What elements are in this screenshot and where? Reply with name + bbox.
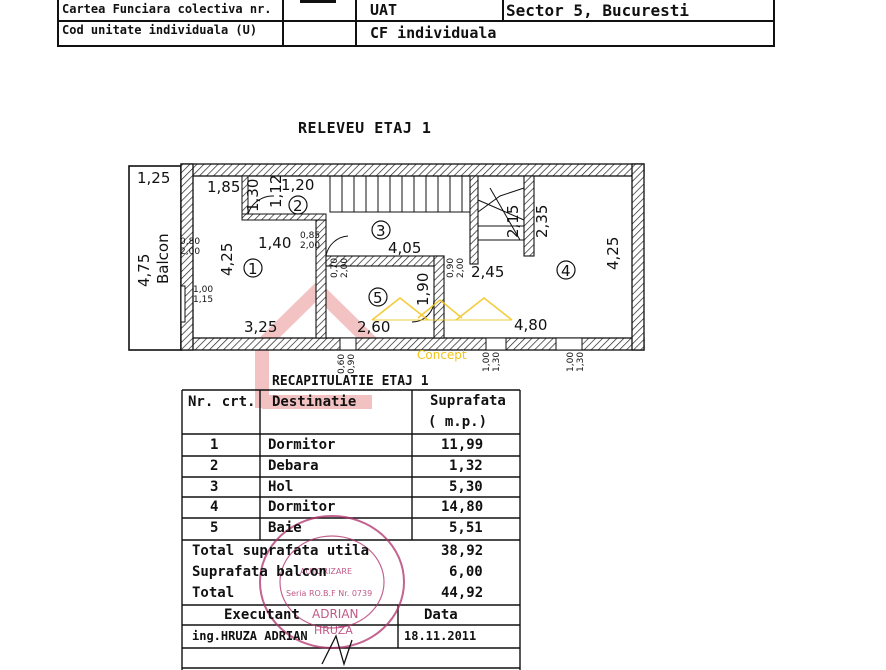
window-dim-115: 1,15: [193, 295, 213, 305]
row-1-surf: 11,99: [441, 437, 484, 453]
stamp-line4: HRUZA: [314, 624, 353, 637]
stamp-line1: AUTORIZARE: [300, 567, 352, 576]
plan-title: RELEVEU ETAJ 1: [298, 119, 432, 137]
dim-245: 2,45: [471, 263, 504, 281]
col-destinatie-header: Destinatie: [272, 394, 357, 410]
dim-405: 4,05: [388, 239, 421, 257]
stamp-line2: Seria RO.B.F Nr. 0739: [286, 589, 372, 598]
executant-label: Executant: [224, 607, 300, 623]
dim-120: 1,20: [281, 176, 314, 194]
stairs: [329, 175, 525, 241]
door-dim-085: 0,85: [300, 231, 320, 241]
stamp-line3: ADRIAN: [312, 607, 359, 621]
balcon-surf-label: Suprafata balcon: [192, 564, 327, 580]
executant-name: ing.HRUZA ADRIAN: [192, 629, 308, 643]
room-3-number: 3: [376, 222, 386, 240]
total-label: Total: [192, 585, 235, 601]
row-2-dest: Debara: [268, 458, 319, 474]
dim-215: 2,15: [504, 205, 522, 238]
room-2-number: 2: [293, 197, 303, 215]
row-5-nr: 5: [210, 520, 219, 536]
row-3-surf: 5,30: [449, 479, 483, 495]
row-5-dest: Baie: [268, 520, 302, 536]
window-dim-100b: 1,00: [566, 352, 576, 372]
room-4-number: 4: [561, 262, 571, 280]
dim-112: 1,12: [267, 175, 285, 208]
door-dim-200c: 2,00: [340, 258, 350, 278]
total-util-value: 38,92: [441, 543, 484, 559]
dim-425-left: 4,25: [218, 243, 236, 276]
row-5-surf: 5,51: [449, 520, 483, 536]
dim-325: 3,25: [244, 318, 277, 336]
row-1-dest: Dormitor: [268, 437, 336, 453]
row-4-surf: 14,80: [441, 499, 484, 515]
dim-190: 1,90: [414, 273, 432, 306]
door-dim-090: 0,90: [446, 258, 456, 278]
engineer-stamp: [259, 515, 405, 649]
window-dim-100a: 1,00: [482, 352, 492, 372]
cod-unitate-label: Cod unitate individuala (U): [62, 23, 258, 37]
door-dim-200b: 2,00: [300, 241, 320, 251]
row-2-nr: 2: [210, 458, 219, 474]
row-2-surf: 1,32: [449, 458, 483, 474]
executant-date: 18.11.2011: [404, 629, 477, 643]
dim-185: 1,85: [207, 178, 240, 196]
dim-130: 1,30: [244, 179, 262, 212]
room-5-number: 5: [373, 289, 383, 307]
total-util-label: Total suprafata utila: [192, 543, 370, 559]
total-value: 44,92: [441, 585, 484, 601]
window-dim-100: 1,00: [193, 285, 213, 295]
uat-label: UAT: [370, 1, 398, 19]
row-4-dest: Dormitor: [268, 499, 336, 515]
data-label: Data: [424, 607, 458, 623]
row-3-dest: Hol: [268, 479, 294, 495]
row-4-nr: 4: [210, 499, 219, 515]
window-dim-130b: 1,30: [576, 352, 586, 372]
dim-140: 1,40: [258, 234, 291, 252]
col-suprafata-header: Suprafata: [430, 393, 506, 409]
summary-title: RECAPITULATIE ETAJ 1: [272, 374, 429, 389]
room-1-number: 1: [248, 260, 258, 278]
watermark-logo: [371, 296, 513, 321]
dim-235: 2,35: [533, 205, 551, 238]
door-dim-200a: 2,00: [180, 247, 200, 257]
door-dim-080: 0,80: [180, 237, 200, 247]
row-3-nr: 3: [210, 479, 219, 495]
watermark-brand: Concept: [417, 348, 467, 362]
balcon-label: Balcon: [154, 233, 172, 284]
dim-balcon-length: 4,75: [135, 254, 153, 287]
dim-balcon-width: 1,25: [137, 169, 170, 187]
cf-individuala-label: CF individuala: [370, 24, 497, 42]
dim-425-right: 4,25: [604, 237, 622, 270]
dim-480: 4,80: [514, 316, 547, 334]
col-unit-header: ( m.p.): [428, 414, 488, 430]
row-1-nr: 1: [210, 437, 219, 453]
dim-260: 2,60: [357, 318, 390, 336]
door-dim-070: 0,70: [330, 258, 340, 278]
balcon-surf-value: 6,00: [449, 564, 483, 580]
watermark-house: [255, 280, 379, 409]
door-dim-200d: 2,00: [456, 258, 466, 278]
col-nr-header: Nr. crt.: [188, 394, 256, 410]
uat-value: Sector 5, Bucuresti: [506, 1, 690, 20]
cf-colectiva-label: Cartea Funciara colectiva nr.: [62, 2, 272, 16]
window-dim-130a: 1,30: [492, 352, 502, 372]
window-dim-060: 0,60: [337, 354, 347, 374]
window-dim-090: 0,90: [347, 354, 357, 374]
